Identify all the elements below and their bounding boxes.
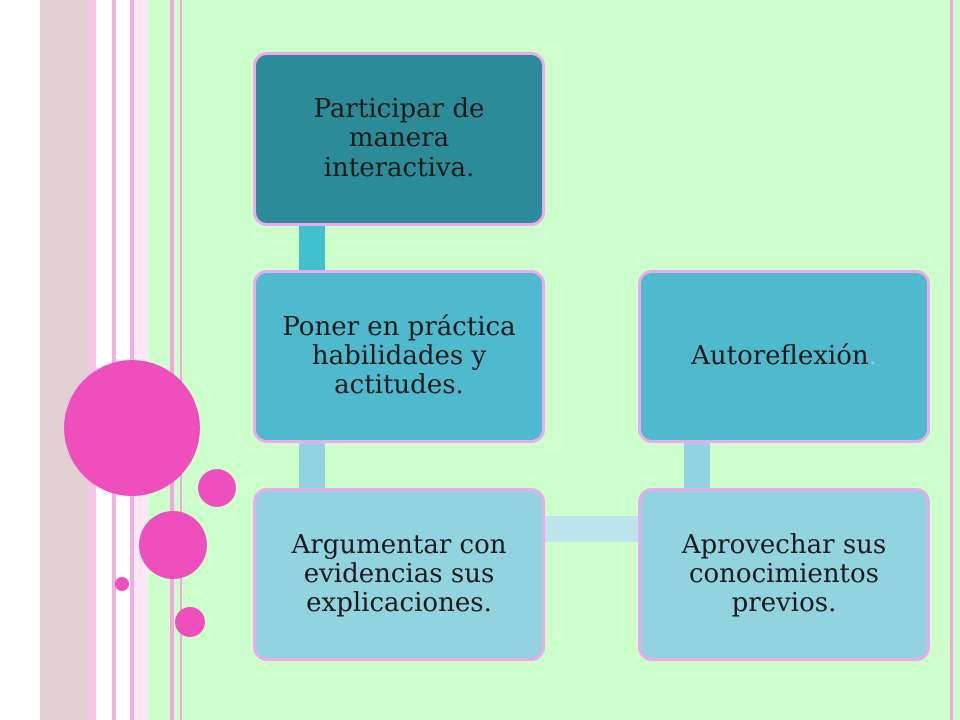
decor-circle-medium-2 bbox=[139, 511, 207, 579]
connector-right-vertical bbox=[684, 443, 710, 488]
decor-stripe-5 bbox=[112, 0, 116, 720]
process-box-argumentar-text: Argumentar con evidencias sus explicacio… bbox=[291, 529, 507, 619]
process-box-participar: Participar de manera interactiva. bbox=[253, 52, 545, 226]
connector-middle-to-bottom bbox=[299, 443, 325, 488]
decor-stripe-3 bbox=[88, 0, 96, 720]
decor-stripe-right bbox=[950, 0, 953, 720]
process-box-aprovechar-text: Aprovechar sus conocimientos previos. bbox=[681, 529, 887, 619]
decor-circle-medium bbox=[198, 469, 236, 507]
decor-stripe-1 bbox=[0, 0, 40, 720]
connector-bottom-horizontal bbox=[545, 516, 641, 542]
process-box-autoreflexion: Autoreflexión. bbox=[638, 270, 930, 443]
process-box-argumentar: Argumentar con evidencias sus explicacio… bbox=[253, 488, 545, 661]
decor-stripe-2 bbox=[40, 0, 88, 720]
connector-top-to-middle bbox=[299, 226, 325, 270]
decor-circle-small-2 bbox=[175, 607, 205, 637]
decor-circle-small bbox=[115, 577, 129, 591]
decor-stripe-9 bbox=[170, 0, 174, 720]
autoreflexion-period: . bbox=[868, 340, 877, 371]
decor-circle-large bbox=[64, 360, 200, 496]
process-box-autoreflexion-text: Autoreflexión. bbox=[691, 340, 877, 371]
autoreflexion-label: Autoreflexión bbox=[691, 340, 869, 371]
decor-stripe-4 bbox=[96, 0, 112, 720]
process-box-poner-en-practica: Poner en práctica habilidades y actitude… bbox=[253, 270, 545, 443]
process-box-aprovechar: Aprovechar sus conocimientos previos. bbox=[638, 488, 930, 661]
process-box-poner-en-practica-text: Poner en práctica habilidades y actitude… bbox=[282, 311, 516, 401]
decor-stripe-10 bbox=[180, 0, 182, 720]
process-box-participar-text: Participar de manera interactiva. bbox=[313, 94, 485, 183]
